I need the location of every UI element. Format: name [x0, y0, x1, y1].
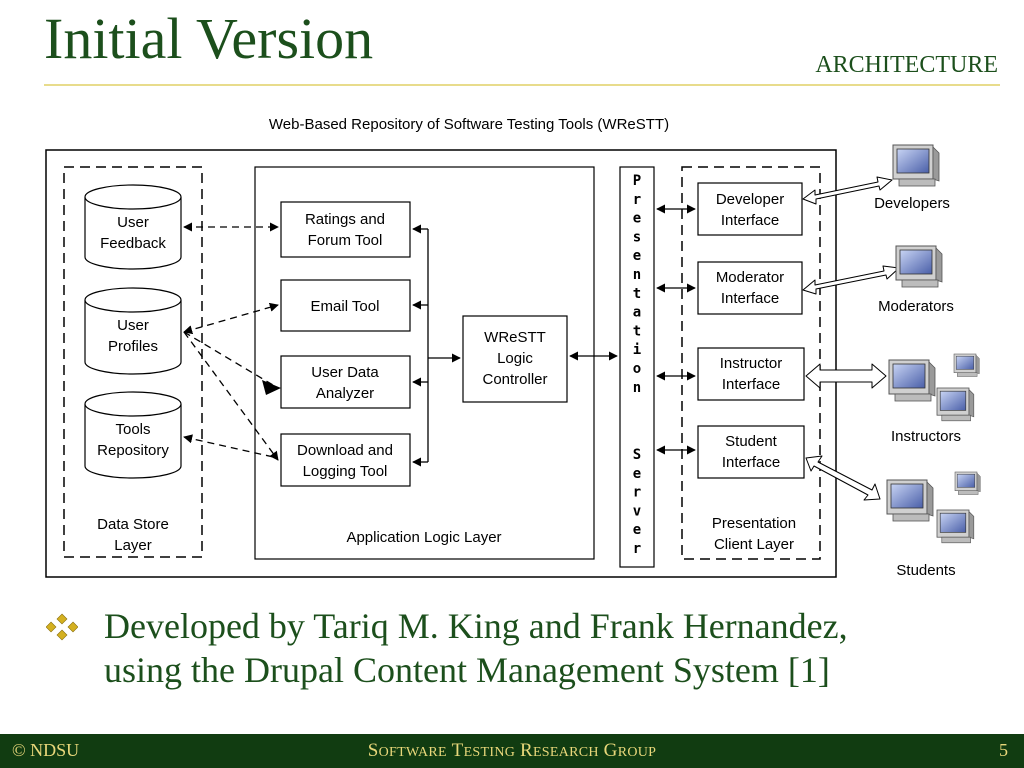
student-interface: Student Interface: [697, 425, 805, 479]
ratings-forum-tool: Ratings and Forum Tool: [280, 201, 411, 258]
email-tool: Email Tool: [280, 279, 411, 332]
developers-computer-icon: [892, 144, 940, 187]
svg-text:Repository: Repository: [97, 442, 169, 459]
svg-text:Controller: Controller: [482, 371, 547, 388]
moderators-label: Moderators: [878, 298, 954, 315]
svg-text:Developer: Developer: [716, 191, 784, 208]
svg-text:Interface: Interface: [722, 454, 780, 471]
presentation-server-letter: t: [633, 286, 641, 302]
footer-copyright: © NDSU: [12, 740, 80, 760]
students-computers-icon: [886, 471, 981, 544]
footer-bar: © NDSU SOFTWARE TESTING RESEARCH GROUP 5: [0, 734, 1024, 768]
svg-text:WReSTT: WReSTT: [484, 329, 546, 346]
presentation-server-letter: e: [633, 211, 641, 227]
presentation-server-letter: S: [633, 447, 641, 463]
presentation-server-letter: t: [633, 323, 641, 339]
logic-controller: WReSTT Logic Controller: [462, 315, 568, 403]
presentation-server-letter: e: [633, 248, 641, 264]
tools-to-controller-connector: [412, 224, 461, 467]
presentation-server-letter: r: [633, 541, 641, 557]
svg-text:Logic: Logic: [497, 350, 533, 367]
slide-title: Initial Version: [44, 6, 374, 71]
presentation-server-letter: n: [633, 267, 641, 283]
bullet-line-2: using the Drupal Content Management Syst…: [104, 650, 830, 690]
svg-text:User: User: [117, 317, 149, 334]
tools-repository-db: Tools Repository: [84, 391, 182, 479]
presentation-server-letter: e: [633, 466, 641, 482]
svg-text:Student: Student: [725, 433, 778, 450]
bullet-diamond-icon: [46, 613, 78, 641]
svg-text:Interface: Interface: [721, 290, 779, 307]
instructor-interface: Instructor Interface: [697, 347, 805, 401]
presentation-server-letter: r: [633, 485, 641, 501]
user-feedback-db: User Feedback: [84, 184, 182, 270]
svg-text:Email Tool: Email Tool: [311, 298, 380, 315]
moderators-computer-icon: [895, 245, 943, 288]
instructors-computers-icon: [888, 353, 980, 422]
svg-text:Moderator: Moderator: [716, 269, 784, 286]
presentation-server-letter: n: [633, 380, 641, 396]
svg-text:Analyzer: Analyzer: [316, 385, 374, 402]
svg-text:Interface: Interface: [721, 212, 779, 229]
footer-group-name: SOFTWARE TESTING RESEARCH GROUP: [367, 740, 657, 761]
page-number: 5: [999, 740, 1008, 760]
section-label: ARCHITECTURE: [815, 52, 998, 78]
presentation-server-letter: r: [633, 192, 641, 208]
application-logic-layer: [254, 166, 595, 560]
svg-text:Feedback: Feedback: [100, 235, 166, 252]
presentation-server-letter: e: [633, 522, 641, 538]
title-divider: [44, 84, 1000, 86]
analyzer-arrowhead: [262, 380, 281, 395]
presentation-client-layer: [681, 166, 821, 560]
app-logic-label: Application Logic Layer: [346, 529, 501, 546]
diagram-caption: Web-Based Repository of Software Testing…: [269, 116, 669, 133]
architecture-diagram: Web-Based Repository of Software Testing…: [45, 116, 981, 579]
download-logging-tool: Download and Logging Tool: [280, 433, 411, 487]
presentation-server-letter: P: [633, 173, 641, 189]
svg-text:User: User: [117, 214, 149, 231]
system-boundary: [45, 149, 837, 578]
svg-text:Ratings and: Ratings and: [305, 211, 385, 228]
client-layer-label-1: Presentation: [712, 515, 796, 532]
students-label: Students: [896, 562, 955, 579]
svg-text:User Data: User Data: [311, 364, 379, 381]
client-layer-label-2: Client Layer: [714, 536, 794, 553]
user-data-analyzer: User Data Analyzer: [280, 355, 411, 409]
svg-text:Logging Tool: Logging Tool: [303, 463, 388, 480]
data-store-label-2: Layer: [114, 537, 152, 554]
svg-text:Tools: Tools: [115, 421, 150, 438]
data-store-label-1: Data Store: [97, 516, 169, 533]
presentation-server-letter: a: [633, 305, 641, 321]
developer-interface: Developer Interface: [697, 182, 803, 236]
svg-text:Forum Tool: Forum Tool: [308, 232, 383, 249]
user-links: [802, 176, 900, 501]
svg-text:Interface: Interface: [722, 376, 780, 393]
moderator-interface: Moderator Interface: [697, 261, 803, 315]
bullet-text: Developed by Tariq M. King and Frank Her…: [104, 604, 1014, 692]
instructors-label: Instructors: [891, 428, 961, 445]
data-connections: [183, 222, 279, 461]
bullet-line-1: Developed by Tariq M. King and Frank Her…: [104, 606, 848, 646]
svg-text:Profiles: Profiles: [108, 338, 158, 355]
presentation-server-letter: v: [633, 503, 641, 519]
presentation-server-letter: o: [633, 361, 641, 377]
user-profiles-db: User Profiles: [84, 287, 182, 375]
svg-text:Instructor: Instructor: [720, 355, 783, 372]
data-store-layer: [63, 166, 203, 558]
developers-label: Developers: [874, 195, 950, 212]
server-interface-links: [656, 204, 696, 455]
svg-text:Download and: Download and: [297, 442, 393, 459]
presentation-server-letter: i: [633, 342, 641, 358]
presentation-server-letter: s: [633, 229, 641, 245]
